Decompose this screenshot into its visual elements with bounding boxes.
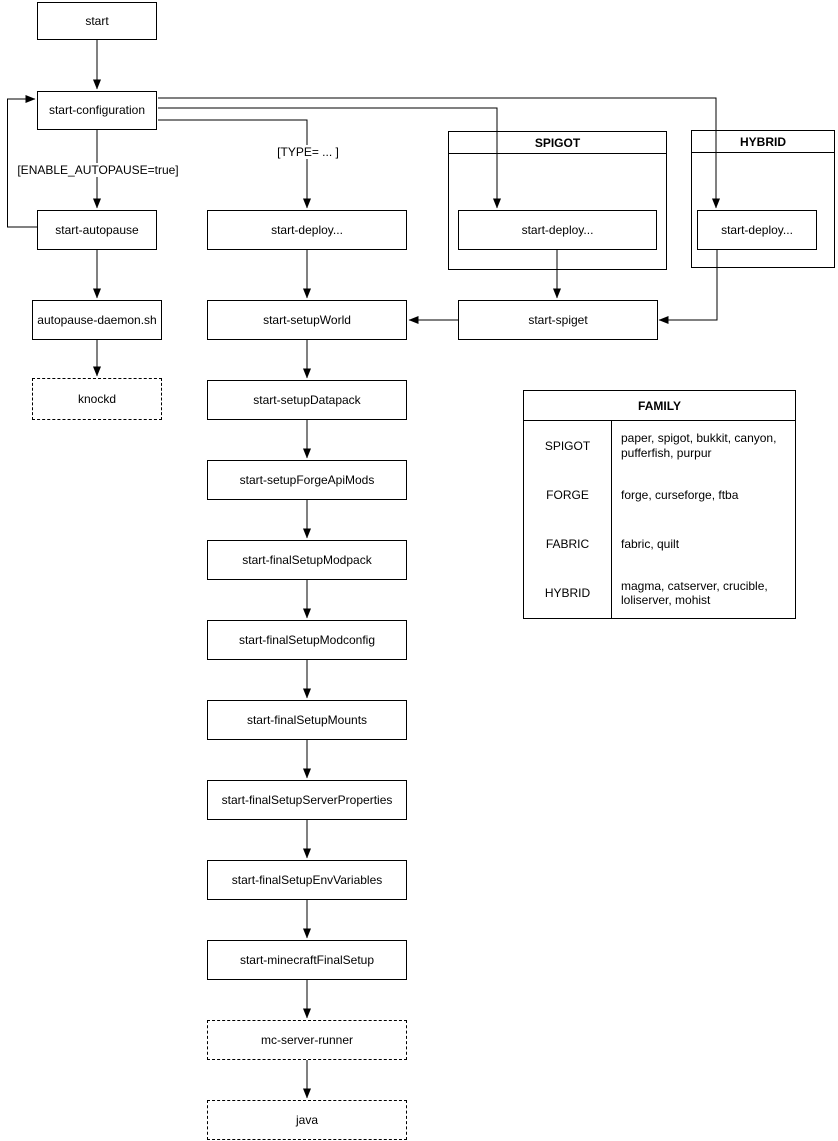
node-start-setupdatapack-label: start-setupDatapack (253, 392, 361, 407)
family-row-forge: FORGE forge, curseforge, ftba (524, 470, 795, 520)
edge-configuration-to-hybrid-deploy (158, 97, 720, 209)
node-start-deploy-spigot: start-deploy... (458, 210, 657, 250)
node-start-finalsetupserverproperties: start-finalSetupServerProperties (207, 780, 407, 820)
node-start-label: start (85, 13, 109, 28)
node-start-autopause: start-autopause (37, 210, 157, 250)
node-start-spiget: start-spiget (458, 300, 658, 340)
edge-configuration-to-deploy (158, 119, 311, 209)
node-start: start (37, 2, 157, 40)
node-java-label: java (295, 1112, 318, 1127)
container-hybrid-header: HYBRID (692, 131, 834, 153)
node-start-autopause-label: start-autopause (55, 222, 139, 237)
node-start-spiget-label: start-spiget (528, 312, 588, 327)
node-autopause-daemon-label: autopause-daemon.sh (37, 312, 157, 327)
node-start-minecraftfinalsetup: start-minecraftFinalSetup (207, 940, 407, 980)
node-start-finalsetupmodconfig-label: start-finalSetupModconfig (238, 632, 376, 647)
node-start-setupforgeapimods: start-setupForgeApiMods (207, 460, 407, 500)
node-start-deploy-label: start-deploy... (271, 222, 343, 237)
family-label-spigot: SPIGOT (524, 421, 612, 471)
node-mc-server-runner: mc-server-runner (207, 1020, 407, 1060)
family-members-spigot: paper, spigot, bukkit, canyon, pufferfis… (621, 431, 777, 460)
node-start-finalsetupmounts-label: start-finalSetupMounts (246, 712, 368, 727)
edge-autopause-loop-to-configuration (7, 95, 37, 228)
container-spigot: SPIGOT (448, 131, 667, 270)
family-table-title: FAMILY (524, 391, 795, 421)
family-label-fabric: FABRIC (524, 519, 612, 569)
node-start-finalsetupmodpack: start-finalSetupModpack (207, 540, 407, 580)
node-start-setupworld: start-setupWorld (207, 300, 407, 340)
family-label-forge: FORGE (524, 470, 612, 520)
node-autopause-daemon: autopause-daemon.sh (32, 300, 162, 340)
container-spigot-title: SPIGOT (534, 135, 581, 150)
node-start-finalsetupmodpack-label: start-finalSetupModpack (242, 552, 372, 567)
node-start-deploy-hybrid-label: start-deploy... (721, 222, 793, 237)
family-members-hybrid: magma, catserver, crucible, loliserver, … (621, 579, 768, 608)
edge-hybriddeploy-to-spiget (658, 250, 718, 324)
node-start-minecraftfinalsetup-label: start-minecraftFinalSetup (239, 952, 375, 967)
node-start-deploy-hybrid: start-deploy... (697, 210, 817, 250)
node-start-finalsetupserverproperties-label: start-finalSetupServerProperties (221, 792, 393, 807)
node-start-setupforgeapimods-label: start-setupForgeApiMods (239, 472, 375, 487)
family-row-spigot: SPIGOT paper, spigot, bukkit, canyon, pu… (524, 421, 795, 471)
family-table: FAMILY SPIGOT paper, spigot, bukkit, can… (523, 390, 796, 619)
node-mc-server-runner-label: mc-server-runner (260, 1032, 353, 1047)
node-start-finalsetupenvvariables: start-finalSetupEnvVariables (207, 860, 407, 900)
node-start-finalsetupmounts: start-finalSetupMounts (207, 700, 407, 740)
edge-label-type: [TYPE= ... ] (275, 145, 341, 159)
container-hybrid-title: HYBRID (739, 134, 786, 149)
family-members-fabric: fabric, quilt (621, 537, 680, 552)
family-label-hybrid: HYBRID (524, 568, 612, 618)
container-hybrid: HYBRID (691, 130, 835, 268)
node-knockd-label: knockd (77, 391, 117, 406)
node-start-finalsetupmodconfig: start-finalSetupModconfig (207, 620, 407, 660)
node-start-deploy-spigot-label: start-deploy... (521, 222, 594, 237)
node-start-configuration: start-configuration (37, 91, 157, 130)
node-start-setupworld-label: start-setupWorld (263, 312, 351, 327)
container-spigot-header: SPIGOT (449, 132, 666, 154)
edge-label-enable-autopause: [ENABLE_AUTOPAUSE=true] (15, 163, 181, 177)
node-start-configuration-label: start-configuration (48, 103, 146, 118)
family-row-fabric: FABRIC fabric, quilt (524, 519, 795, 569)
edge-configuration-to-spigot-deploy (158, 107, 501, 209)
node-start-setupdatapack: start-setupDatapack (207, 380, 407, 420)
node-knockd: knockd (32, 378, 162, 420)
node-start-deploy: start-deploy... (207, 210, 407, 250)
family-row-hybrid: HYBRID magma, catserver, crucible, lolis… (524, 568, 795, 618)
family-members-forge: forge, curseforge, ftba (621, 487, 739, 502)
node-java: java (207, 1100, 407, 1140)
node-start-finalsetupenvvariables-label: start-finalSetupEnvVariables (231, 872, 383, 887)
